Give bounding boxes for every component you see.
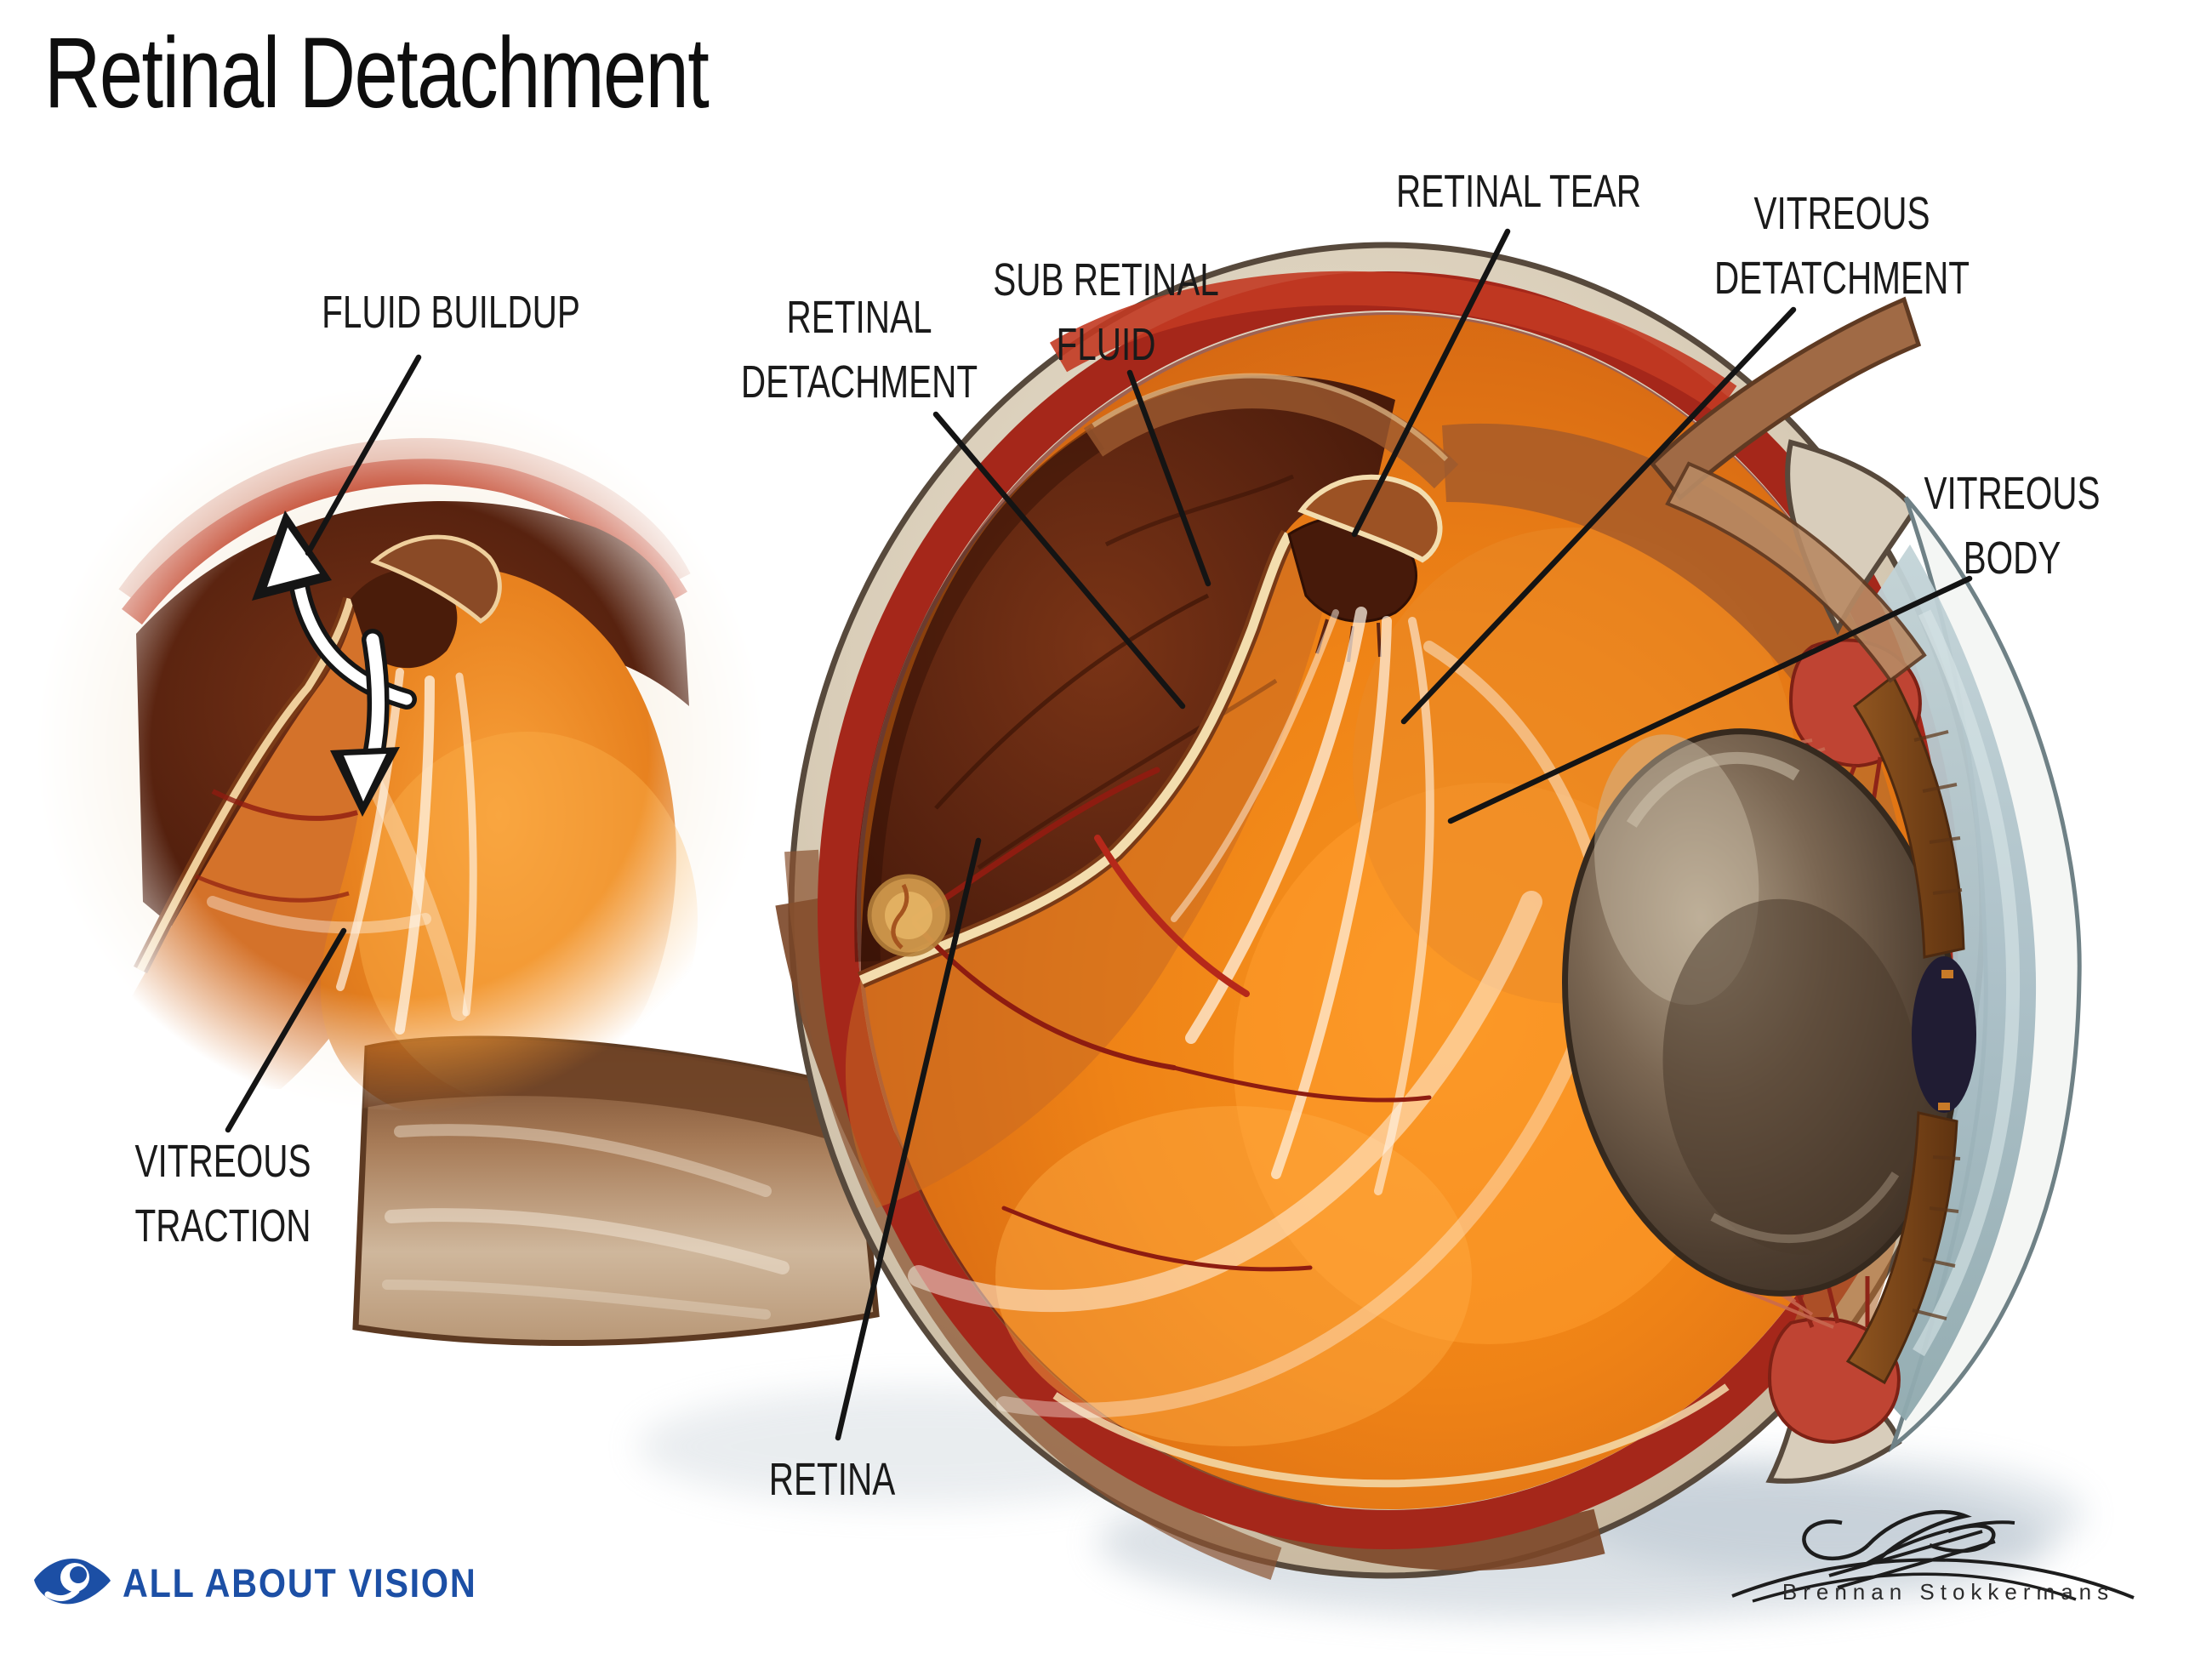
logo-text: ALL ABOUT VISION (123, 1559, 477, 1605)
pupil (1912, 956, 1976, 1113)
retinal-tear (1287, 474, 1443, 663)
label-fluid-buildup: FLUID BUILDUP (322, 287, 580, 338)
retina-fold-edge (858, 532, 1293, 985)
label-vitreous-detatchment: VITREOUS DETATCHMENT (1714, 188, 1970, 304)
fluid-flow-arrows (252, 510, 417, 817)
leader-vitreous-traction (225, 927, 347, 1133)
label-sub-retinal-fluid: SUB RETINAL FLUID (993, 254, 1219, 370)
inset-illustration (38, 387, 761, 1119)
anterior-segment (1562, 296, 2082, 1484)
leader-retinal-detachment (932, 411, 1186, 710)
label-retinal-tear: RETINAL TEAR (1395, 166, 1642, 217)
leader-lines (225, 228, 1973, 1441)
page-title: Retinal Detachment (44, 17, 710, 129)
label-retina: RETINA (768, 1454, 896, 1505)
leader-sub-retinal-fluid (1126, 369, 1211, 587)
iris (1845, 674, 1965, 1385)
all-about-vision-logo: ALL ABOUT VISION (31, 1552, 525, 1608)
leader-vitreous-detatchment (1400, 306, 1797, 725)
retinal-vessels (911, 767, 1432, 1272)
leader-vitreous-body (1447, 575, 1973, 824)
lens (1562, 728, 1960, 1297)
detached-retina (845, 532, 1327, 1208)
label-vitreous-traction: VITREOUS TRACTION (134, 1136, 311, 1251)
sub-retinal-fluid-space (860, 375, 1395, 978)
leader-retinal-tear (1351, 228, 1511, 538)
leader-retina (835, 837, 982, 1441)
label-vitreous-body: VITREOUS BODY (1924, 468, 2101, 584)
extraocular-muscle (1649, 296, 1927, 683)
optic-disc (867, 874, 950, 957)
label-retinal-detachment: RETINAL DETACHMENT (740, 292, 978, 408)
leader-fluid-buildup (305, 354, 422, 556)
signature-flourish (1731, 1509, 2135, 1603)
artist-signature: Brennan Stokkermans (1782, 1579, 2115, 1605)
eye-logo-icon (34, 1559, 111, 1605)
